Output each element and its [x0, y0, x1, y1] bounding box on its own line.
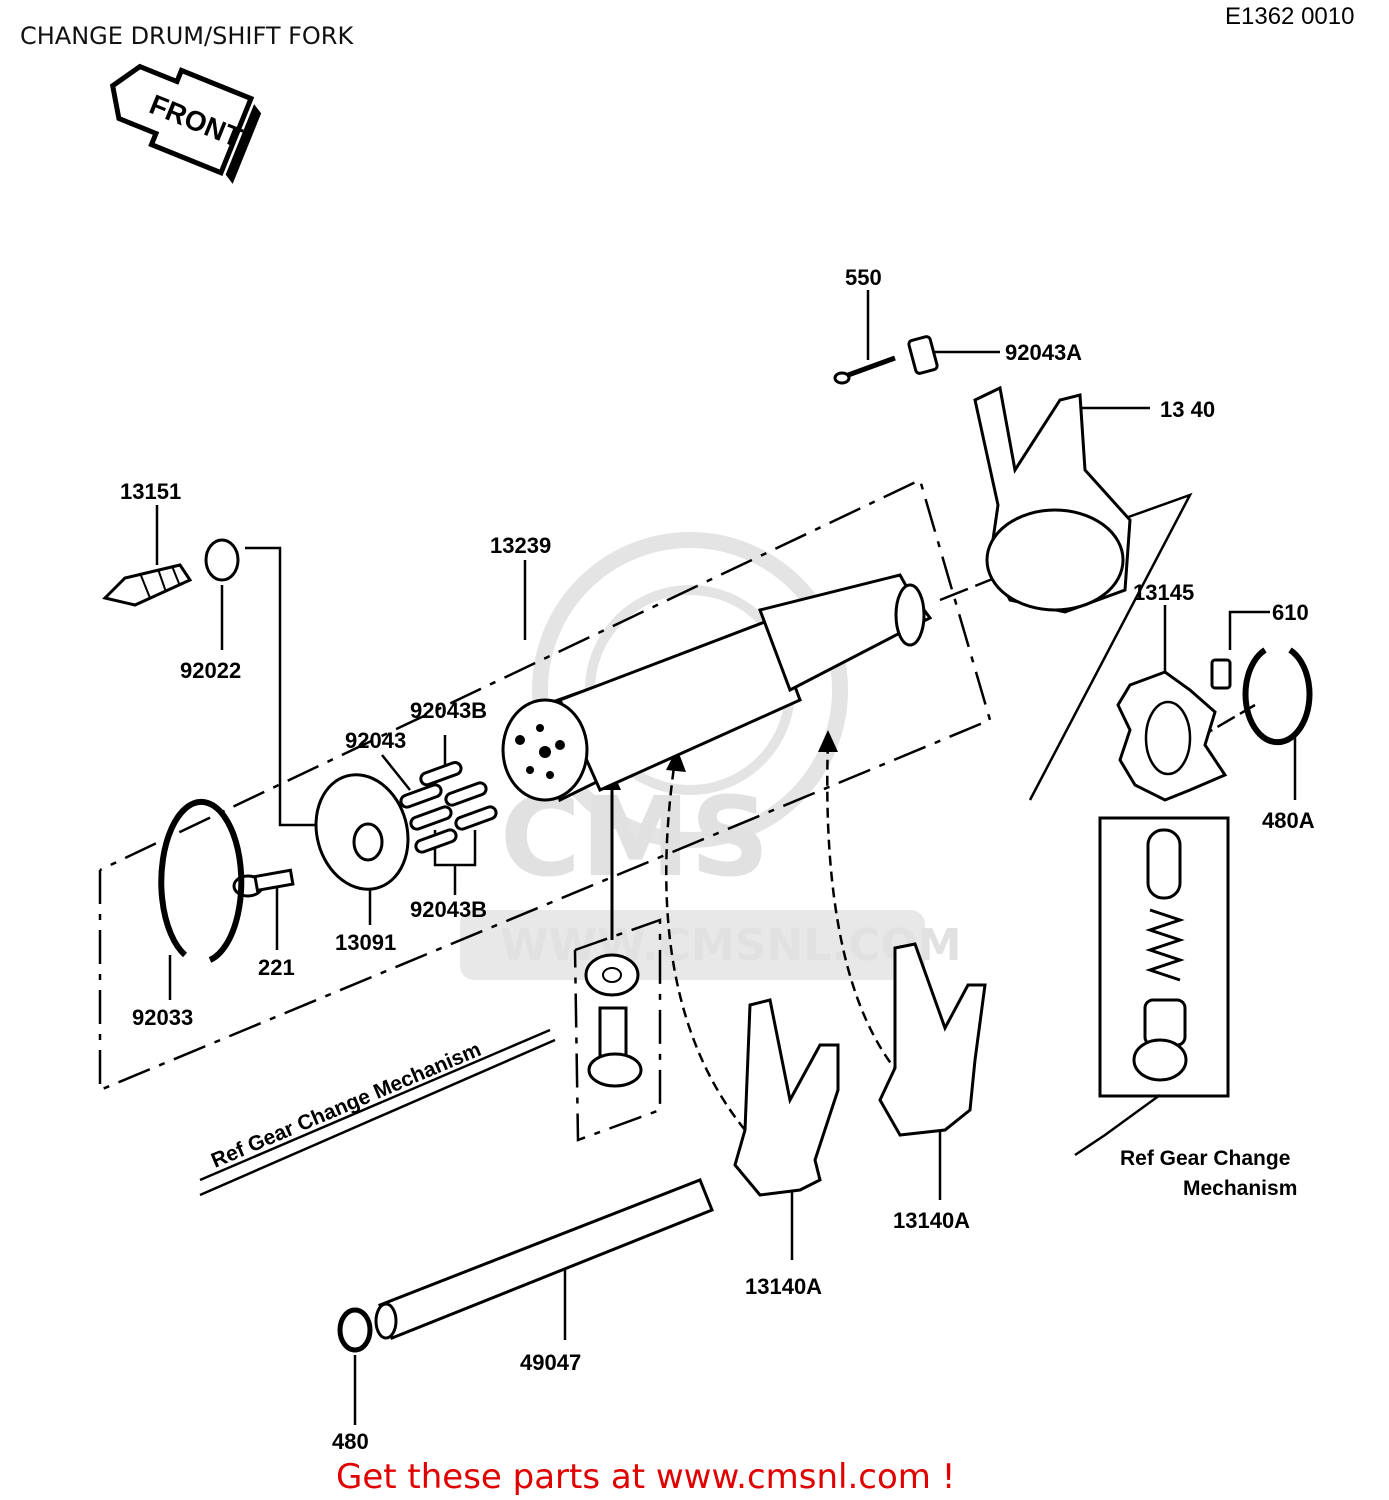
note-ref-gear-change-left: Ref Gear Change Mechanism — [208, 1038, 484, 1173]
note-ref-gear-change-right-line1: Ref Gear Change — [1120, 1147, 1290, 1170]
pin-610 — [1210, 658, 1232, 690]
label-480: 480 — [332, 1429, 369, 1454]
label-610: 610 — [1272, 600, 1309, 625]
shift-drum-13239 — [501, 573, 933, 803]
label-49047: 49047 — [520, 1350, 581, 1375]
leader-lines — [155, 290, 1297, 1425]
promo-link-text[interactable]: Get these parts at www.cmsnl.com ! — [336, 1457, 955, 1497]
circlip-92033 — [158, 798, 245, 963]
shift-fork-13140 — [973, 385, 1132, 614]
detent-spring-assembly — [1132, 828, 1188, 1082]
circlip-480A — [1242, 647, 1313, 746]
diagram-title: CHANGE DRUM/SHIFT FORK — [20, 22, 354, 50]
label-13140-top: 13 40 — [1160, 397, 1215, 422]
label-13239: 13239 — [490, 533, 551, 558]
label-92022: 92022 — [180, 658, 241, 683]
shift-fork-13140A-right — [878, 942, 987, 1137]
label-13151: 13151 — [120, 479, 181, 504]
detent-bolt — [584, 953, 643, 1088]
label-92033: 92033 — [132, 1005, 193, 1030]
shift-fork-13140A-left — [733, 998, 840, 1197]
label-221: 221 — [258, 955, 295, 980]
drum-assembly-outline — [98, 478, 992, 1092]
neutral-switch-13151 — [102, 563, 193, 607]
label-13145: 13145 — [1133, 580, 1194, 605]
label-13140A-right: 13140A — [893, 1208, 970, 1233]
label-13140A-left: 13140A — [745, 1274, 822, 1299]
detent-bolt-outline — [573, 918, 662, 1142]
cotter-pin-550 — [833, 355, 896, 385]
diagram-code: E1362 0010 — [1225, 3, 1354, 30]
detent-assembly-box — [1098, 816, 1230, 1098]
label-480A: 480A — [1262, 808, 1315, 833]
pin-92043A — [907, 335, 939, 375]
label-92043B-top: 92043B — [410, 698, 487, 723]
drum-plate-13091 — [314, 773, 410, 891]
label-92043: 92043 — [345, 728, 406, 753]
shift-rod-49047 — [374, 1178, 714, 1340]
pins-92043B — [399, 761, 498, 854]
watermark-url-text: WWW.CMSNL.COM — [500, 920, 962, 971]
washer-92022 — [204, 538, 240, 582]
note-ref-gear-change-right-line2: Mechanism — [1183, 1177, 1297, 1200]
drum-cam-13145 — [1116, 670, 1228, 802]
drum-cam-bracket — [1028, 492, 1193, 801]
label-13091: 13091 — [335, 930, 396, 955]
front-arrow-icon: FRONT — [109, 63, 262, 184]
label-92043A: 92043A — [1005, 340, 1082, 365]
label-92043B-bottom: 92043B — [410, 897, 487, 922]
circlip-480 — [337, 1307, 373, 1353]
label-550: 550 — [845, 265, 882, 290]
